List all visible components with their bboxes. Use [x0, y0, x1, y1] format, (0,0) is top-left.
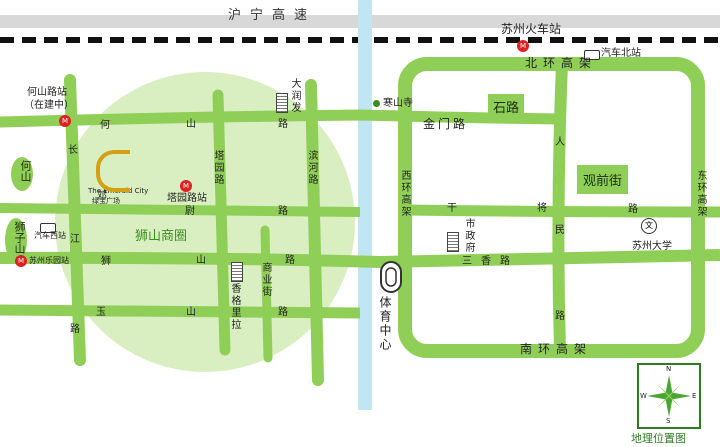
shishan-circle-label: 狮山商圈	[135, 229, 188, 244]
university-icon: 文	[641, 218, 657, 234]
ta-yuan-road-label: 塔园路	[212, 150, 223, 186]
bus-north-label: 汽车北站	[601, 48, 641, 59]
compass-e: E	[692, 392, 697, 400]
city-government-label: 市政府	[463, 218, 474, 254]
darunfa-label: 大润发	[289, 78, 300, 114]
east-ring-label: 东环高架	[695, 170, 706, 218]
tayuan-metro-icon: M	[180, 180, 192, 192]
shizishan-area: 狮子山	[5, 218, 27, 262]
ta-yuan-road-shape	[212, 89, 231, 356]
jin-men-road-label: 金门路	[423, 117, 469, 131]
suzhou-park-station-label: 苏州乐园站	[29, 256, 69, 265]
north-ring-label: 北环高架	[525, 56, 598, 70]
shangri-la-icon	[231, 262, 243, 282]
shang-ye-street-label: 商业街	[260, 262, 271, 298]
railway-station-label: 苏州火车站	[501, 22, 562, 36]
highway-label: 沪宁高速	[228, 8, 317, 23]
bin-he-road-shape	[305, 79, 324, 386]
railway-station-icon: M	[517, 40, 529, 52]
shangri-la-label: 香格里拉	[229, 283, 240, 331]
emerald-city-logo	[96, 150, 130, 192]
heshan-station-label: 何山路站	[27, 87, 67, 98]
heshan-area: 何山	[11, 157, 33, 191]
shi-shan-road-shape	[0, 249, 720, 269]
shishan-business-circle	[55, 72, 355, 372]
emerald-city-cn: 绿宝广场	[92, 197, 120, 205]
guanqianjie-label: 观前街	[577, 165, 629, 194]
deng-wei-road-shape	[0, 203, 361, 217]
compass: N S E W	[637, 363, 701, 429]
sports-center-label: 体育中心	[378, 296, 392, 352]
darunfa-icon	[276, 93, 288, 113]
location-map-title: 地理位置图	[631, 432, 686, 445]
city-government-icon	[447, 232, 459, 252]
heshan-station-note: （在建中）	[24, 100, 74, 111]
suzhou-park-metro-icon: M	[15, 255, 27, 267]
sports-center-icon	[380, 261, 402, 293]
west-ring-label: 西环高架	[399, 170, 410, 218]
bus-west-icon	[40, 223, 56, 233]
shang-ye-street-shape	[260, 225, 273, 363]
compass-n: N	[666, 365, 672, 373]
compass-rose-icon	[647, 375, 691, 417]
bus-north-icon	[584, 50, 600, 60]
bus-west-label: 汽车西站	[34, 231, 66, 240]
tayuan-station-label: 塔园路站	[167, 193, 207, 204]
compass-w: W	[640, 392, 647, 400]
ren-min-road-shape	[552, 63, 568, 352]
heshan-metro-icon: M	[59, 115, 71, 127]
bin-he-road-label: 滨河路	[306, 150, 317, 186]
shilu-label: 石路	[488, 94, 525, 119]
south-ring-label: 南环高架	[520, 342, 593, 356]
yu-shan-road-shape	[0, 304, 361, 319]
chang-jiang-road-shape	[64, 74, 86, 366]
suzhou-university-label: 苏州大学	[632, 241, 672, 252]
hanshan-temple-icon	[373, 100, 380, 107]
compass-s: S	[666, 417, 671, 425]
hanshan-temple-label: 寒山寺	[383, 98, 413, 109]
